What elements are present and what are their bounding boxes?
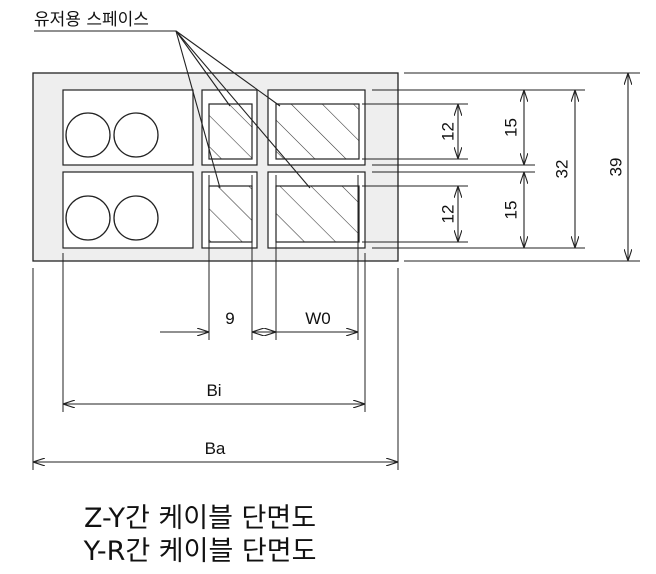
dim-lower-outer: 15 [501,201,520,220]
conductor-circle [65,112,111,158]
caption-zy: Z-Y간 케이블 단면도 [83,503,317,534]
lower-conductor-compartment [62,171,194,249]
user-space-hatch [275,185,360,243]
dim-gap-width: 9 [225,309,234,328]
dim-upper-inner: 12 [438,122,457,141]
user-space-hatch [275,103,360,160]
dim-outer-width: Ba [205,439,226,458]
extension-lines-right [362,72,640,262]
user-spaces [208,103,360,243]
label-leaders [34,30,311,189]
vertical-dimension-labels: 12 12 15 15 32 39 [438,118,625,223]
conductor-circle [113,112,159,158]
dim-mid: 32 [552,160,571,179]
dim-total: 39 [606,158,625,177]
extension-lines-bottom [32,175,399,470]
horizontal-dimension-labels: 9 W0 Bi Ba [205,309,331,458]
user-space-hatch [208,103,253,160]
conductors [65,112,159,241]
caption-yr: Y-R간 케이블 단면도 [83,536,317,567]
user-space-label: 유저용 스페이스 [34,10,149,30]
user-space-hatch [208,185,253,243]
dim-lower-inner: 12 [438,205,457,224]
upper-conductor-compartment [62,89,194,166]
dim-upper-outer: 15 [501,118,520,137]
conductor-circle [65,195,111,241]
dim-inner-width: Bi [206,381,221,400]
dim-space-width: W0 [305,309,331,328]
conductor-circle [113,195,159,241]
horizontal-dimensions [33,332,398,462]
vertical-dimensions [458,73,628,261]
